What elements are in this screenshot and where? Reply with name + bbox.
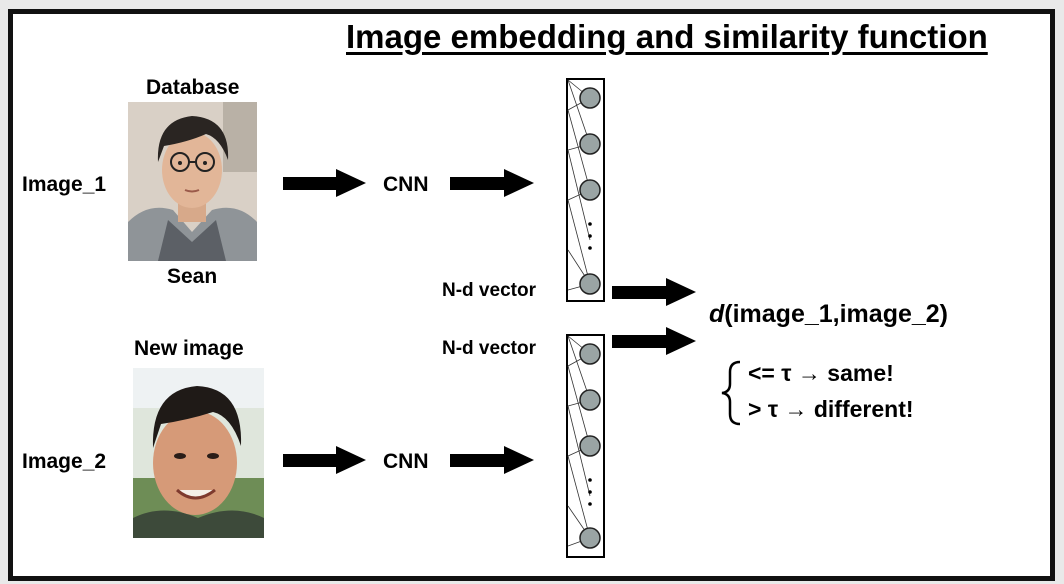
vector-label-top: N-d vector: [442, 280, 536, 301]
image2-label: Image_2: [22, 450, 107, 473]
arrow-image2-to-cnn: [283, 446, 366, 474]
arrow-image1-to-cnn: [283, 169, 366, 197]
sean-label: Sean: [167, 265, 218, 288]
cnn-label-top: CNN: [383, 173, 429, 196]
slide-title: Image embedding and similarity function: [346, 18, 988, 55]
image1-label: Image_1: [22, 173, 107, 196]
distance-symbol: d: [709, 300, 725, 328]
new-face-photo: [133, 368, 264, 538]
arrow-cnn-to-vector-bottom: [450, 446, 534, 474]
distance-arguments: (image_1,image_2): [724, 300, 948, 328]
arrow-vector-top-to-distance: [612, 278, 696, 306]
distance-function: d(image_1,image_2): [709, 300, 948, 329]
rule-same: <= τ → same!: [748, 360, 894, 386]
arrow-cnn-to-vector-top: [450, 169, 534, 197]
embedding-vector-bottom: [566, 334, 605, 558]
database-label: Database: [146, 76, 240, 99]
embedding-vector-top: [566, 78, 605, 302]
cnn-label-bottom: CNN: [383, 450, 429, 473]
rule-different: > τ → different!: [748, 396, 914, 422]
rules-brace: [721, 360, 741, 426]
arrow-vector-bottom-to-distance: [612, 327, 696, 355]
new-image-label: New image: [134, 337, 244, 360]
database-face-photo: [128, 102, 257, 261]
vector-label-bottom: N-d vector: [442, 338, 536, 359]
